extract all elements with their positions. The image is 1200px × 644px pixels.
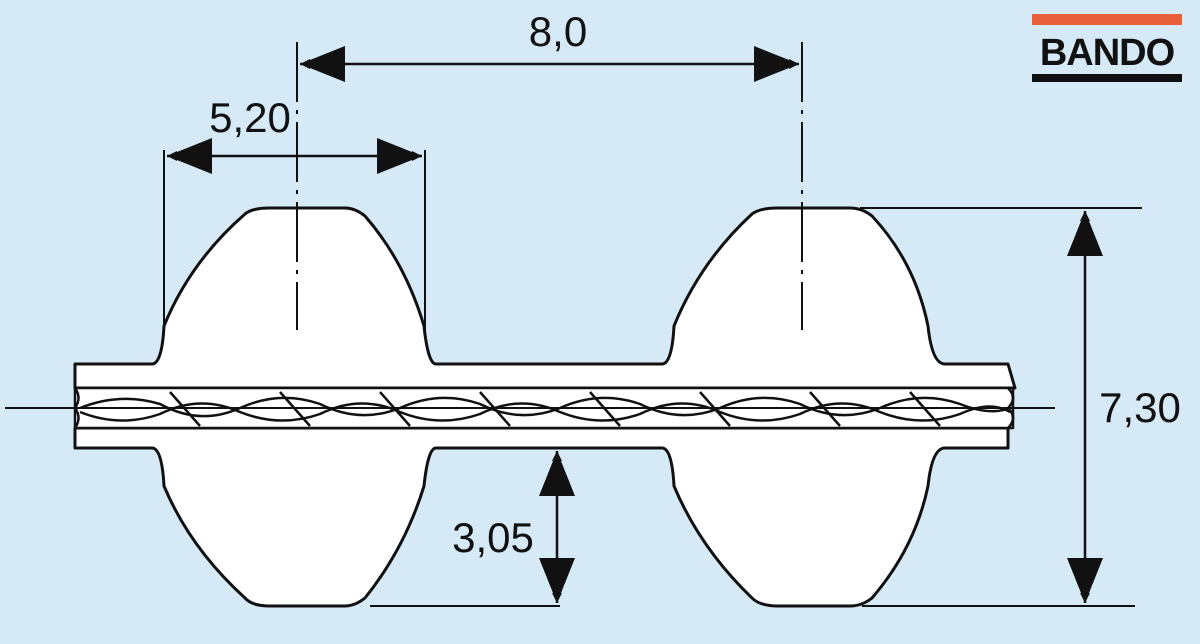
logo-underline-bar — [1032, 74, 1182, 82]
arrowhead-height-top — [1067, 211, 1103, 256]
arrowheads — [167, 46, 1103, 603]
logo-text: BANDO — [1040, 32, 1174, 74]
tooth-width-label: 5,20 — [209, 94, 291, 141]
arrowhead-width-left — [167, 138, 212, 174]
tooth-height-label: 3,05 — [452, 514, 534, 561]
pitch-label: 8,0 — [529, 8, 587, 55]
bando-logo: BANDO — [1032, 14, 1182, 82]
extension-lines — [163, 150, 1142, 607]
arrowhead-pitch-left — [300, 46, 345, 82]
lower-teeth-band — [73, 426, 1010, 608]
arrowhead-tooth-bottom — [539, 558, 575, 603]
tooth-centerlines — [296, 42, 803, 330]
total-height-label: 7,30 — [1099, 384, 1181, 431]
arrowhead-width-right — [377, 138, 422, 174]
arrowhead-tooth-top — [539, 451, 575, 496]
logo-accent-bar — [1032, 14, 1182, 25]
arrowhead-pitch-right — [754, 46, 799, 82]
arrowhead-height-bottom — [1067, 558, 1103, 603]
upper-teeth-band — [73, 206, 1017, 390]
